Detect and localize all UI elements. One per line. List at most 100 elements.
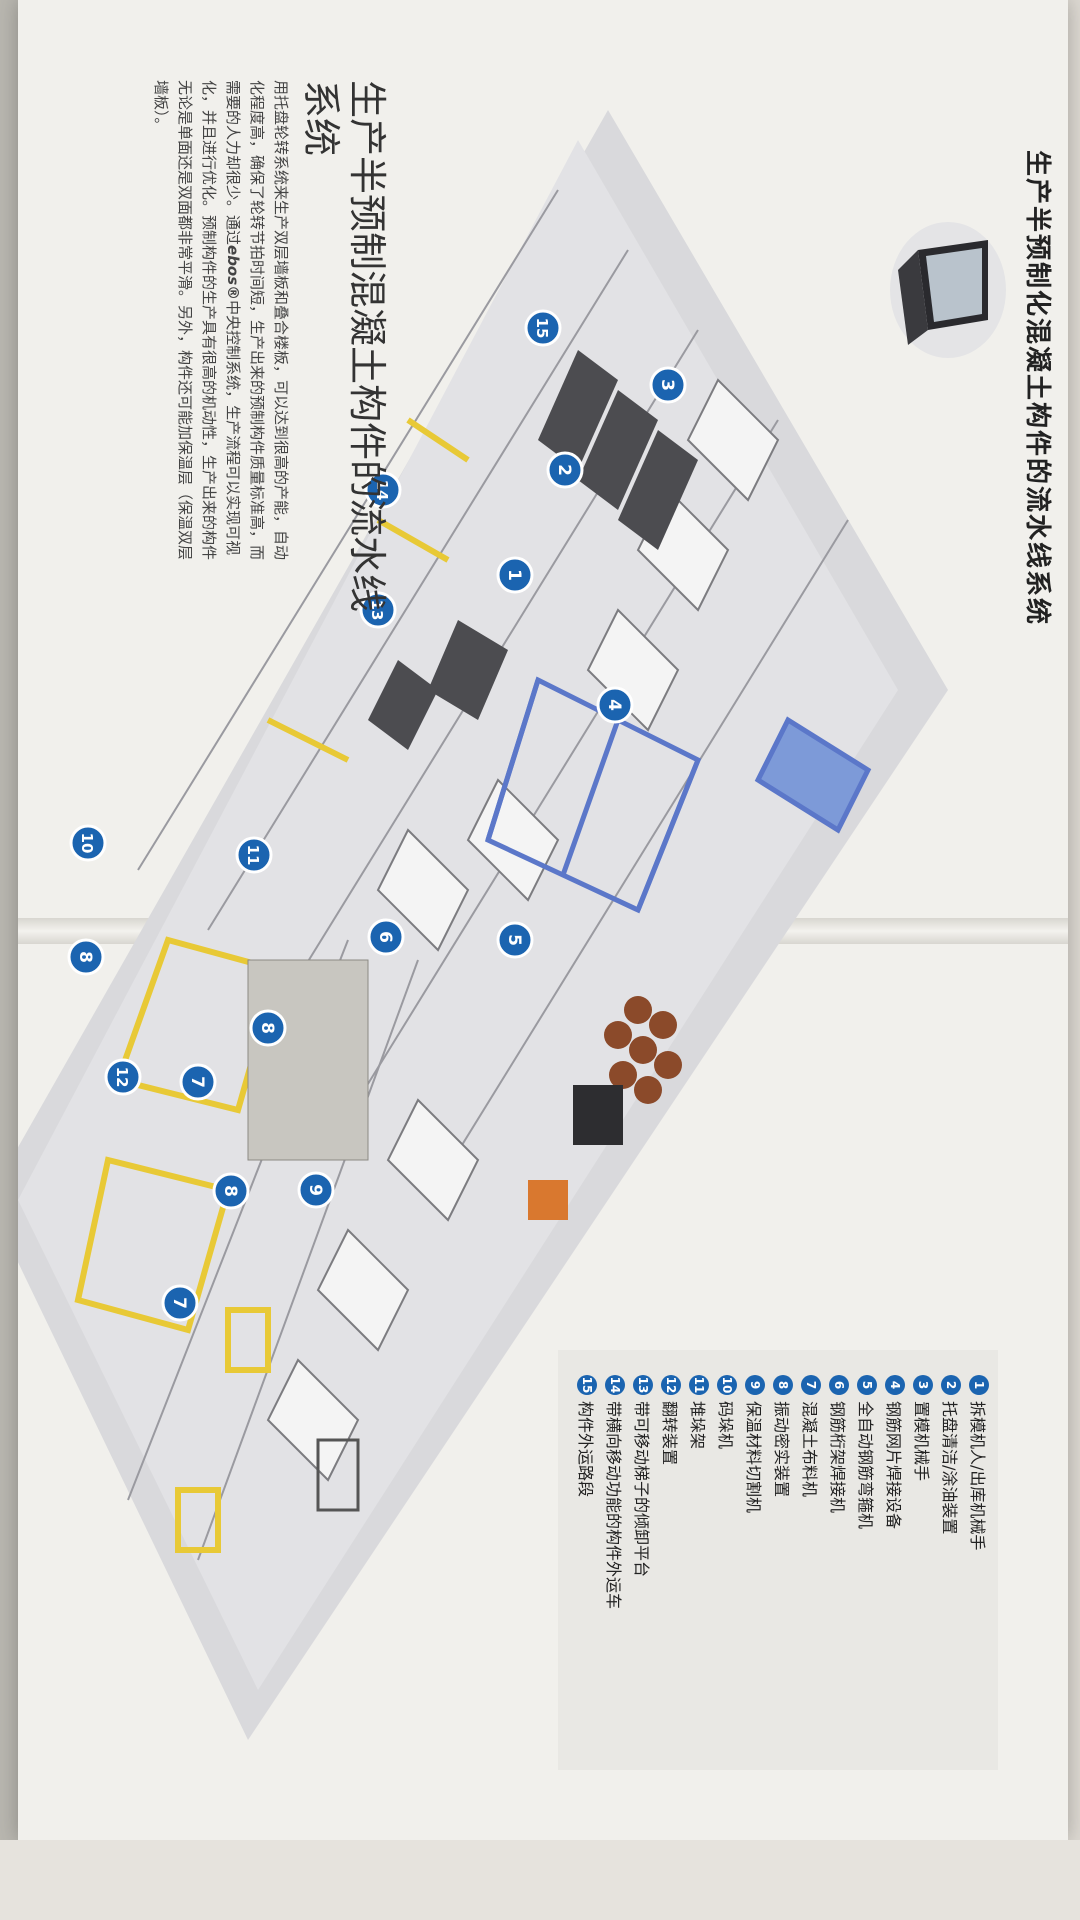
marker-number: 8 bbox=[75, 951, 95, 963]
marker-13: 13 bbox=[359, 591, 397, 629]
legend-number-badge: 7 bbox=[801, 1375, 821, 1395]
legend-number-badge: 15 bbox=[577, 1375, 597, 1395]
marker-circle bbox=[359, 591, 397, 629]
marker-2: 2 bbox=[546, 451, 584, 489]
legend-panel bbox=[558, 1350, 998, 1770]
marker-number: 9 bbox=[305, 1184, 325, 1196]
marker-circle bbox=[297, 1171, 335, 1209]
legend-number-badge: 10 bbox=[717, 1375, 737, 1395]
marker-15: 15 bbox=[524, 309, 562, 347]
marker-8b: 8 bbox=[249, 1009, 287, 1047]
legend-label: 码垛机 bbox=[716, 1401, 735, 1450]
marker-6: 6 bbox=[367, 918, 405, 956]
marker-8c: 8 bbox=[212, 1172, 250, 1210]
marker-number: 1 bbox=[504, 569, 524, 581]
stacking-rack bbox=[247, 959, 369, 1161]
legend-label: 堆垛架 bbox=[688, 1401, 707, 1450]
marker-8a: 8 bbox=[67, 938, 105, 976]
laptop-icon bbox=[890, 222, 1006, 358]
element-stacks bbox=[368, 350, 698, 750]
legend-label: 保温材料切割机 bbox=[744, 1401, 763, 1514]
marker-number: 2 bbox=[554, 464, 574, 476]
legend-item: 11 堆垛架 bbox=[685, 1375, 713, 1715]
legend-label: 振动密实装置 bbox=[772, 1401, 791, 1498]
marker-number: 4 bbox=[604, 699, 624, 711]
legend-number-badge: 11 bbox=[689, 1375, 709, 1395]
marker-circle bbox=[179, 1063, 217, 1101]
marker-circle bbox=[524, 309, 562, 347]
legend-label: 托盘清洁/涂油装置 bbox=[940, 1401, 959, 1535]
legend-item: 3 置模机械手 bbox=[909, 1375, 937, 1715]
legend-item: 4 钢筋网片焊接设备 bbox=[881, 1375, 909, 1715]
legend-label: 带可移动梯子的倾卸平台 bbox=[632, 1401, 651, 1578]
marker-circle bbox=[104, 1058, 142, 1096]
legend-number-badge: 3 bbox=[913, 1375, 933, 1395]
marker-circle bbox=[67, 938, 105, 976]
marker-4: 4 bbox=[596, 686, 634, 724]
legend-number-badge: 1 bbox=[969, 1375, 989, 1395]
marker-number: 5 bbox=[504, 934, 524, 946]
marker-10: 10 bbox=[69, 824, 107, 862]
marker-circle bbox=[546, 451, 584, 489]
marker-7a: 7 bbox=[179, 1063, 217, 1101]
marker-number: 12 bbox=[113, 1067, 131, 1088]
pallets bbox=[266, 378, 780, 1482]
marker-number: 10 bbox=[78, 833, 96, 854]
legend-label: 全自动钢筋弯箍机 bbox=[856, 1401, 875, 1530]
marker-7b: 7 bbox=[161, 1284, 199, 1322]
marker-circle bbox=[364, 471, 402, 509]
steel-coils bbox=[604, 996, 682, 1104]
marker-number: 11 bbox=[244, 845, 262, 866]
legend-number-badge: 14 bbox=[605, 1375, 625, 1395]
legend-number-badge: 8 bbox=[773, 1375, 793, 1395]
stirrup-bender bbox=[573, 1085, 623, 1145]
legend-item: 10 码垛机 bbox=[713, 1375, 741, 1715]
marker-number: 6 bbox=[375, 931, 395, 943]
marker-circle bbox=[235, 836, 273, 874]
marker-number: 7 bbox=[187, 1076, 207, 1088]
yellow-machinery bbox=[74, 417, 470, 1553]
marker-1: 1 bbox=[496, 556, 534, 594]
ebos-brand: ebos® bbox=[224, 245, 242, 301]
marker-14: 14 bbox=[364, 471, 402, 509]
page-title: 生产半预制化混凝土构件的流水线系统 bbox=[1022, 150, 1052, 627]
marker-circle bbox=[649, 366, 687, 404]
marker-number: 14 bbox=[373, 480, 391, 501]
legend-item: 13 带可移动梯子的倾卸平台 bbox=[629, 1375, 657, 1715]
marker-circle bbox=[69, 824, 107, 862]
legend-label: 置模机械手 bbox=[912, 1401, 931, 1482]
legend-label: 构件外运路段 bbox=[576, 1401, 595, 1498]
insulation-cutter bbox=[316, 1438, 360, 1512]
legend-item: 15 构件外运路段 bbox=[573, 1375, 601, 1715]
legend-number-badge: 4 bbox=[885, 1375, 905, 1395]
legend-number-badge: 13 bbox=[633, 1375, 653, 1395]
marker-number: 7 bbox=[169, 1297, 189, 1309]
legend-label: 拆模机人/出库机械手 bbox=[968, 1401, 987, 1551]
marker-11: 11 bbox=[235, 836, 273, 874]
legend-item: 2 托盘清洁/涂油装置 bbox=[937, 1375, 965, 1715]
orange-unit bbox=[528, 1180, 568, 1220]
rebar-welding-rack bbox=[484, 676, 872, 914]
legend-label: 钢筋桁架焊接机 bbox=[828, 1401, 847, 1514]
marker-circle bbox=[249, 1009, 287, 1047]
table-surface bbox=[0, 1840, 1080, 1920]
legend-number-badge: 2 bbox=[941, 1375, 961, 1395]
marker-circle bbox=[212, 1172, 250, 1210]
legend-item: 1 拆模机人/出库机械手 bbox=[965, 1375, 993, 1715]
marker-circle bbox=[596, 686, 634, 724]
legend-label: 翻转装置 bbox=[660, 1401, 679, 1466]
legend-label: 钢筋网片焊接设备 bbox=[884, 1401, 903, 1530]
legend-number-badge: 6 bbox=[829, 1375, 849, 1395]
marker-circle bbox=[161, 1284, 199, 1322]
marker-number: 8 bbox=[220, 1185, 240, 1197]
legend-item: 8 振动密实装置 bbox=[769, 1375, 797, 1715]
